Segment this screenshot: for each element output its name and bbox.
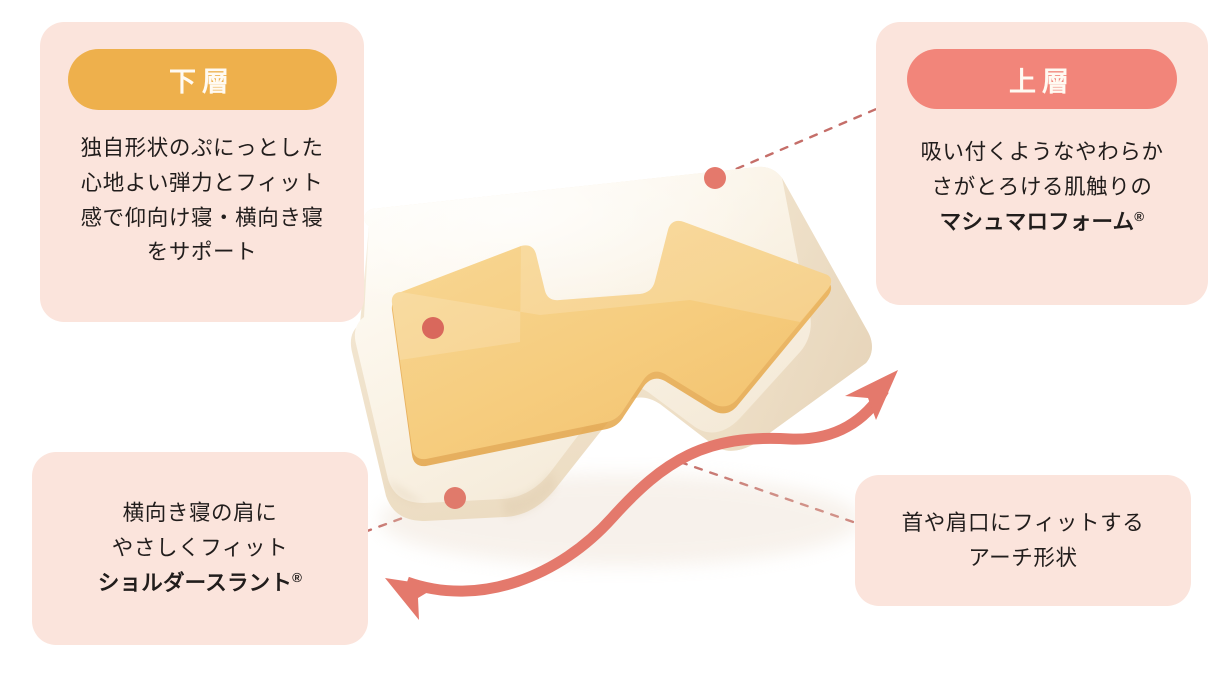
badge-upper-layer: 上層 (907, 49, 1177, 109)
registered-mark-icon: ® (1134, 208, 1145, 224)
card-shoulder-slant: 横向き寝の肩に やさしくフィット ショルダースラント® (32, 452, 368, 645)
foam-top-sheen (391, 220, 832, 360)
card-arch-line-1: 首や肩口にフィットする (901, 510, 1145, 535)
card-lower-layer: 下層 独自形状のぷにっとした 心地よい弾力とフィット 感で仰向け寝・横向き寝 を… (40, 22, 364, 322)
card-upper-strong-text: マシュマロフォーム (939, 209, 1135, 234)
card-shoulder-line-1: 横向き寝の肩に (122, 501, 278, 526)
registered-mark-icon: ® (292, 569, 303, 585)
pillow-right-face (716, 178, 872, 451)
card-shoulder-line-2: やさしくフィット (111, 536, 289, 561)
card-arch-shape-body: 首や肩口にフィットする アーチ形状 (902, 506, 1145, 576)
card-lower-line-3: 感で仰向け寝・横向き寝 (80, 205, 324, 230)
card-arch-line-2: アーチ形状 (968, 545, 1078, 570)
lower-layer-marker (422, 317, 444, 339)
card-upper-line-2: さがとろける肌触りの (931, 174, 1153, 199)
foam-main (391, 220, 832, 460)
pillow-front-contour-shade (388, 470, 556, 517)
arrow-curve (405, 387, 889, 597)
card-shoulder-strong-text: ショルダースラント (97, 570, 293, 595)
card-lower-layer-body: 独自形状のぷにっとした 心地よい弾力とフィット 感で仰向け寝・横向き寝 をサポー… (80, 131, 323, 270)
card-upper-layer-body: 吸い付くようなやわらか さがとろける肌触りの マシュマロフォーム® (920, 135, 1163, 239)
card-lower-line-4: をサポート (146, 240, 258, 265)
card-lower-line-2: 心地よい弾力とフィット (80, 170, 324, 195)
arrow-head-upper-right (845, 370, 898, 420)
card-shoulder-slant-body: 横向き寝の肩に やさしくフィット ショルダースラント® (98, 496, 302, 600)
card-upper-line-1: 吸い付くようなやわらか (920, 140, 1164, 164)
badge-lower-layer: 下層 (67, 49, 337, 110)
card-shoulder-strong-line: ショルダースラント® (98, 566, 302, 601)
pillow-lower-layer-foam (391, 220, 832, 467)
connector-upper (720, 102, 890, 177)
card-arch-shape: 首や肩口にフィットする アーチ形状 (855, 475, 1191, 606)
arrow-head-lower-left (385, 578, 438, 620)
shoulder-slant-marker (444, 487, 466, 509)
card-upper-layer: 上層 吸い付くようなやわらか さがとろける肌触りの マシュマロフォーム® (876, 22, 1208, 305)
upper-layer-marker (704, 167, 726, 189)
card-upper-strong-line: マシュマロフォーム® (920, 205, 1163, 240)
card-lower-line-1: 独自形状のぷにっとした (80, 136, 324, 160)
